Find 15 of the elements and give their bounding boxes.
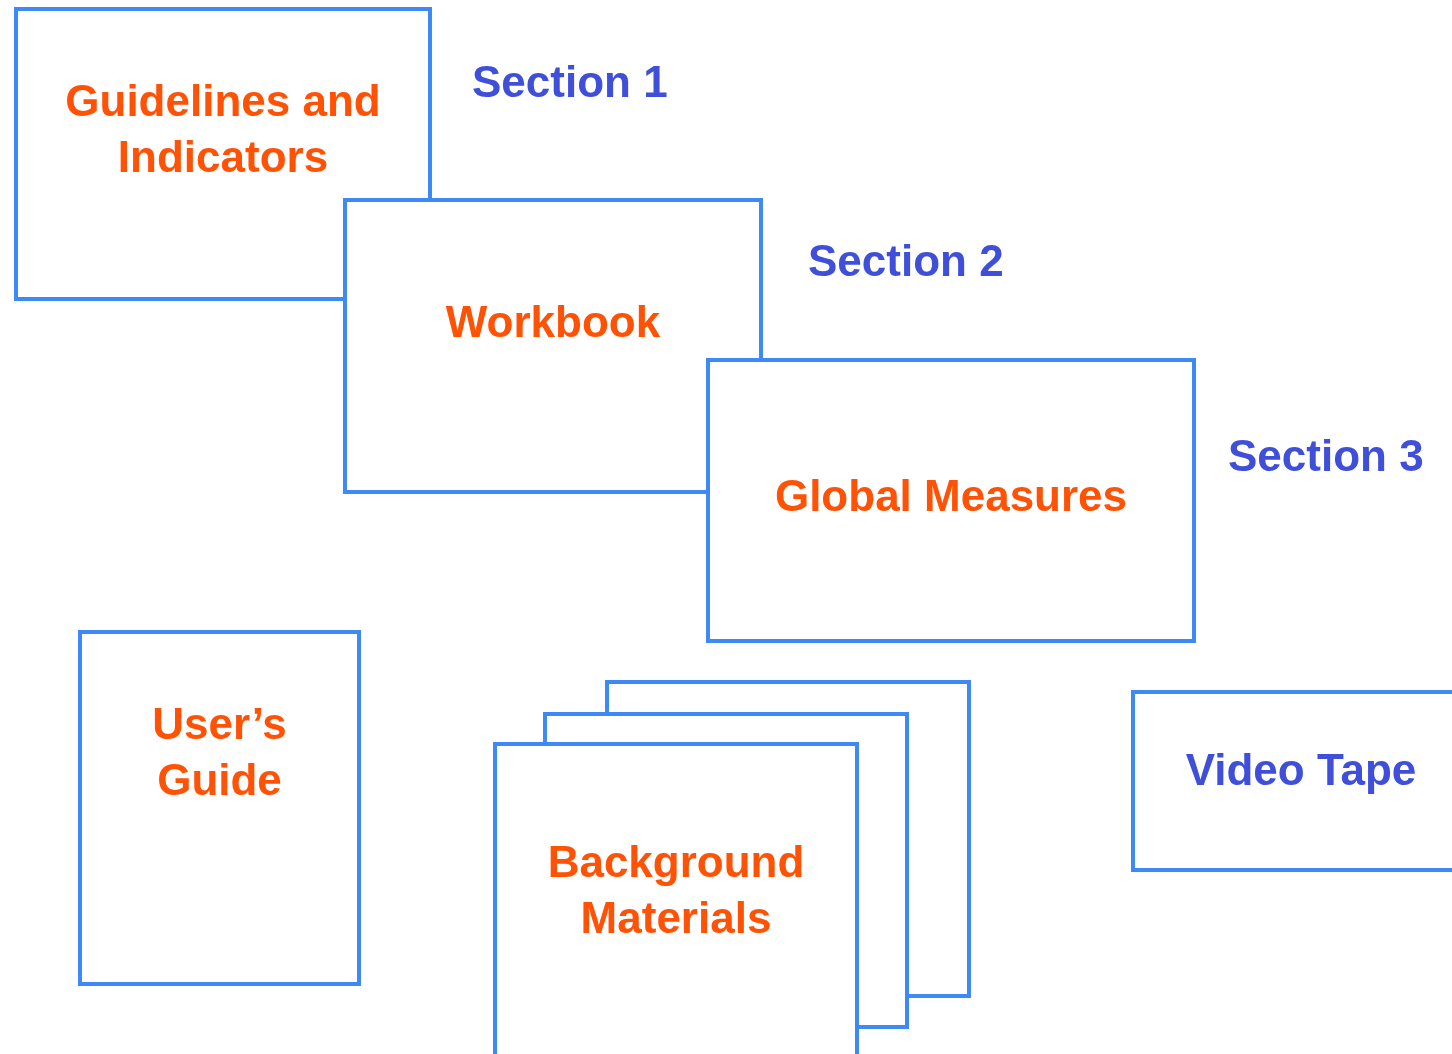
document-title: Workbook xyxy=(445,296,661,348)
document-title: User’s Guide xyxy=(151,698,288,806)
section-label: Section 3 xyxy=(1228,430,1424,482)
document-box xyxy=(78,630,361,986)
document-box xyxy=(1131,690,1452,872)
document-title: Video Tape xyxy=(1185,744,1417,796)
document-box xyxy=(343,198,763,494)
section-label: Section 1 xyxy=(472,56,668,108)
document-title: Background Materials xyxy=(546,836,806,944)
document-box xyxy=(14,7,432,301)
document-box xyxy=(706,358,1196,643)
section-label: Section 2 xyxy=(808,235,1004,287)
document-title: Guidelines and Indicators xyxy=(64,75,382,183)
document-title: Global Measures xyxy=(774,470,1128,522)
document-stack xyxy=(493,680,973,1054)
